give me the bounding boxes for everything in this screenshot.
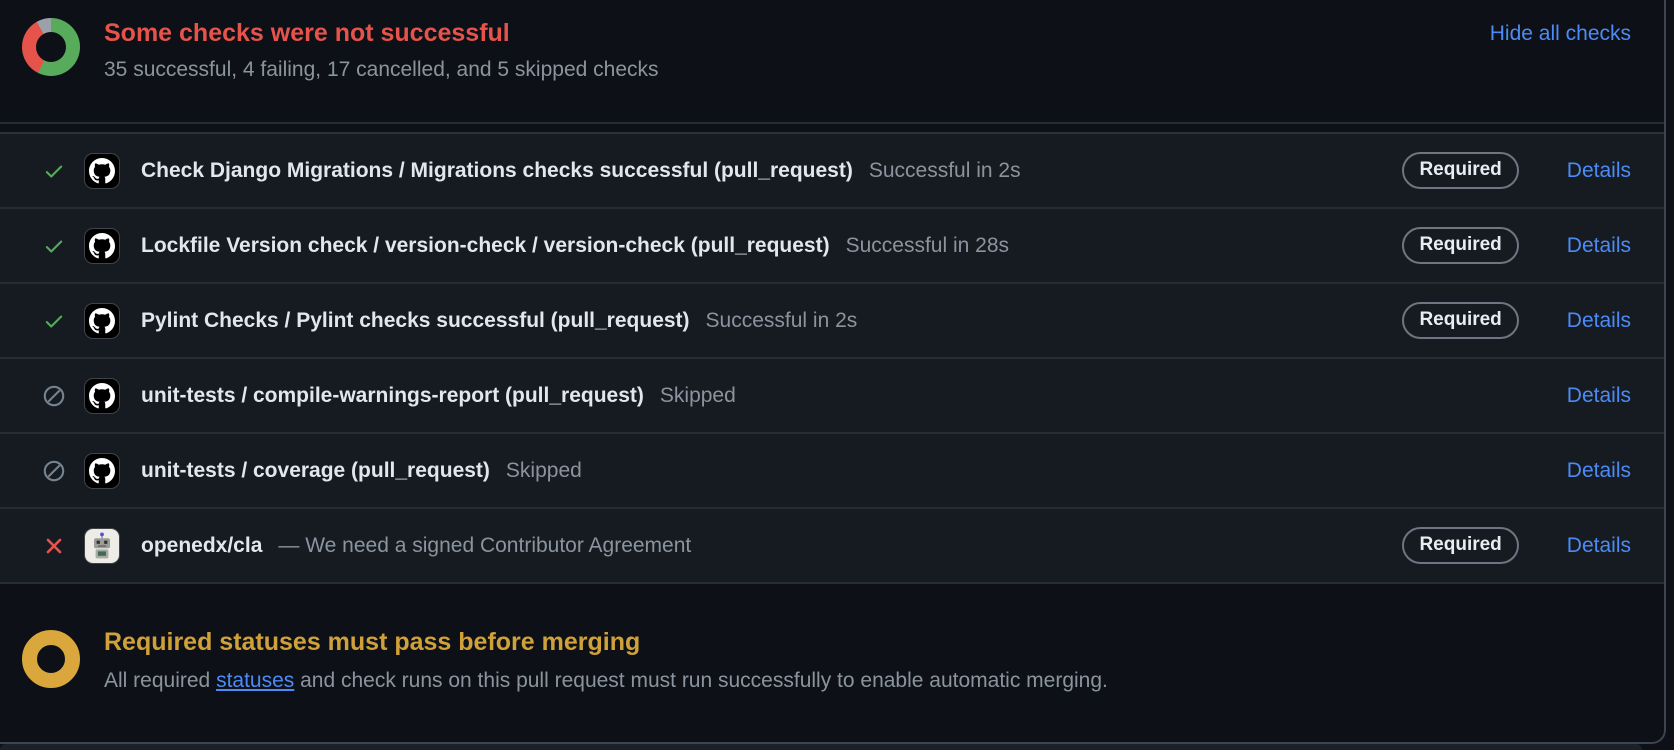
next-section-edge bbox=[0, 744, 1642, 750]
required-statuses-description: All required statuses and check runs on … bbox=[104, 669, 1108, 693]
checks-list: Check Django Migrations / Migrations che… bbox=[0, 132, 1664, 584]
skipped-icon bbox=[43, 460, 65, 482]
details-link[interactable]: Details bbox=[1566, 233, 1631, 257]
github-actions-avatar bbox=[85, 153, 119, 188]
donut-hole bbox=[36, 32, 66, 62]
check-status-text: Successful in 2s bbox=[705, 308, 858, 332]
required-badge: Required bbox=[1402, 527, 1519, 564]
hide-all-checks-link[interactable]: Hide all checks bbox=[1489, 22, 1631, 45]
required-badge: Required bbox=[1402, 302, 1519, 339]
checks-summary-counts: 35 successful, 4 failing, 17 cancelled, … bbox=[104, 58, 659, 81]
check-name: unit-tests / compile-warnings-report (pu… bbox=[141, 383, 644, 407]
check-row: unit-tests / coverage (pull_request) Ski… bbox=[0, 434, 1664, 509]
details-link[interactable]: Details bbox=[1566, 158, 1631, 182]
required-badge: Required bbox=[1402, 227, 1519, 264]
check-name: Pylint Checks / Pylint checks successful… bbox=[141, 308, 690, 332]
success-check-icon bbox=[43, 160, 65, 182]
required-statuses-section: Required statuses must pass before mergi… bbox=[0, 584, 1664, 693]
check-name: unit-tests / coverage (pull_request) bbox=[141, 458, 490, 482]
statuses-link[interactable]: statuses bbox=[216, 669, 295, 692]
description-text: All required bbox=[104, 669, 217, 692]
attention-ring-icon bbox=[22, 630, 80, 688]
details-link[interactable]: Details bbox=[1566, 458, 1631, 482]
check-row: Check Django Migrations / Migrations che… bbox=[0, 134, 1664, 209]
github-actions-avatar bbox=[85, 303, 119, 338]
check-status-text: Successful in 28s bbox=[845, 233, 1010, 257]
details-link[interactable]: Details bbox=[1566, 533, 1631, 557]
checks-summary-title: Some checks were not successful bbox=[104, 19, 510, 47]
check-row: Pylint Checks / Pylint checks successful… bbox=[0, 284, 1664, 359]
success-check-icon bbox=[43, 235, 65, 257]
github-actions-avatar bbox=[85, 378, 119, 413]
description-text: and check runs on this pull request must… bbox=[294, 669, 1108, 692]
github-actions-avatar bbox=[85, 453, 119, 488]
success-check-icon bbox=[43, 310, 65, 332]
required-statuses-title: Required statuses must pass before mergi… bbox=[104, 628, 641, 656]
checks-status-donut-icon bbox=[22, 18, 80, 76]
check-status-text: — We need a signed Contributor Agreement bbox=[278, 533, 692, 557]
required-badge: Required bbox=[1402, 152, 1519, 189]
cla-bot-avatar bbox=[85, 528, 119, 563]
check-status-text: Successful in 2s bbox=[868, 158, 1021, 182]
check-row: openedx/cla — We need a signed Contribut… bbox=[0, 509, 1664, 584]
check-row: unit-tests / compile-warnings-report (pu… bbox=[0, 359, 1664, 434]
check-name: openedx/cla bbox=[141, 533, 263, 557]
details-link[interactable]: Details bbox=[1566, 308, 1631, 332]
check-status-text: Skipped bbox=[659, 383, 736, 407]
github-actions-avatar bbox=[85, 228, 119, 263]
failed-x-icon bbox=[43, 535, 65, 557]
check-name: Check Django Migrations / Migrations che… bbox=[141, 158, 853, 182]
checks-summary-header: Some checks were not successful 35 succe… bbox=[0, 0, 1664, 124]
details-link[interactable]: Details bbox=[1566, 383, 1631, 407]
check-status-text: Skipped bbox=[505, 458, 582, 482]
check-name: Lockfile Version check / version-check /… bbox=[141, 233, 830, 257]
check-row: Lockfile Version check / version-check /… bbox=[0, 209, 1664, 284]
skipped-icon bbox=[43, 385, 65, 407]
